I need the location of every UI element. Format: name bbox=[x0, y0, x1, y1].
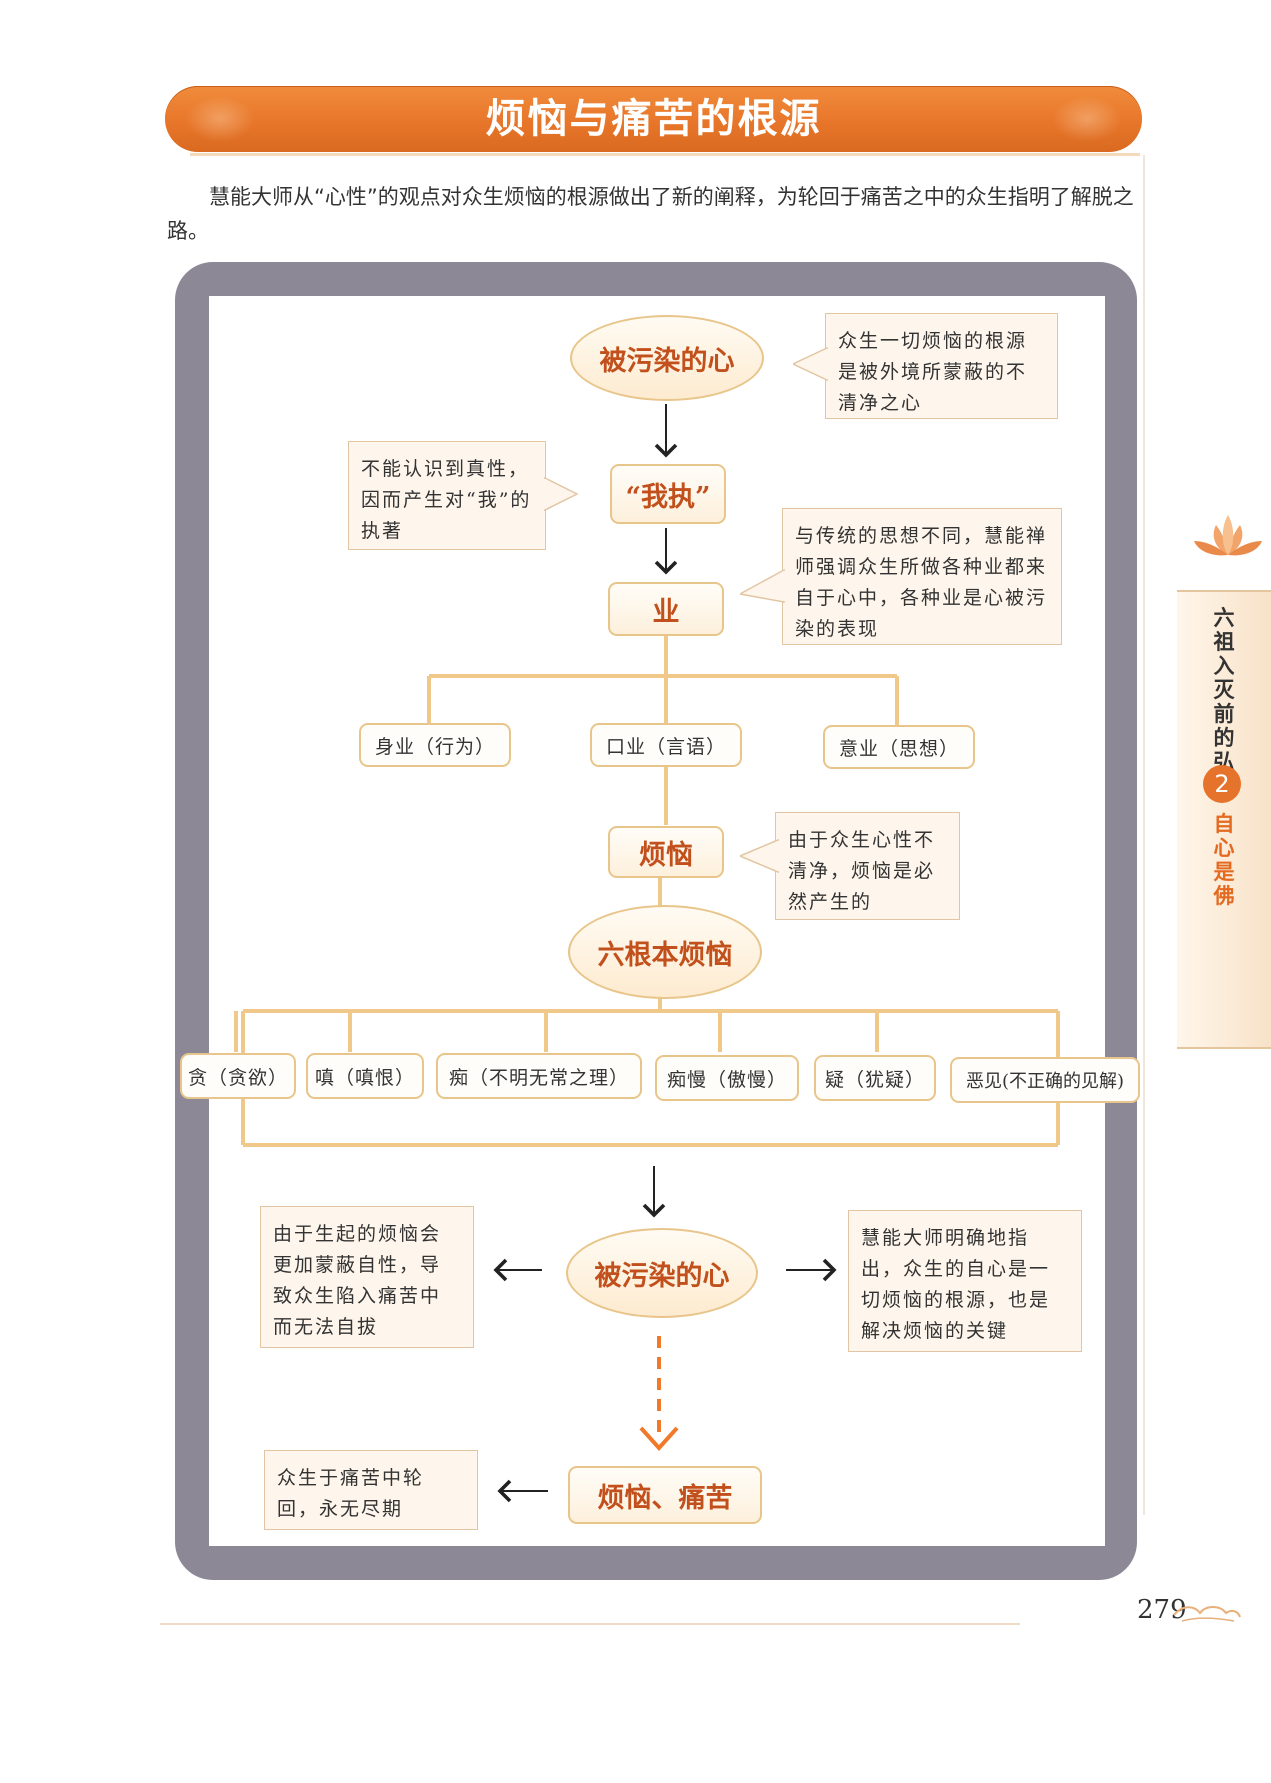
chapter-number-badge: 2 bbox=[1203, 765, 1241, 803]
karma-mind: 意业（思想） bbox=[823, 725, 975, 769]
page-edge-line bbox=[1143, 155, 1145, 1515]
callout-pointer bbox=[740, 838, 780, 874]
note-root-of-afflictions: 众生一切烦恼的根源是被外境所蒙蔽的不清净之心 bbox=[825, 313, 1058, 419]
karma-speech: 口业（言语） bbox=[590, 723, 742, 767]
cloud-ornament-icon bbox=[1173, 1606, 1241, 1622]
karma-body: 身业（行为） bbox=[359, 723, 511, 767]
note-left-consequence: 由于生起的烦恼会更加蒙蔽自性，导致众生陷入痛苦中而无法自拔 bbox=[260, 1206, 474, 1348]
callout-pointer bbox=[793, 346, 829, 382]
callout-pointer bbox=[543, 476, 579, 512]
affliction-greed: 贪（贪欲） bbox=[180, 1053, 296, 1099]
node-affliction: 烦恼 bbox=[608, 826, 724, 878]
affliction-wrong-views: 恶见(不正确的见解) bbox=[950, 1057, 1140, 1103]
affliction-anger: 嗔（嗔恨） bbox=[306, 1053, 424, 1099]
callout-pointer bbox=[740, 568, 786, 603]
node-karma: 业 bbox=[608, 582, 724, 636]
footer-line bbox=[160, 1623, 1020, 1625]
note-karma: 与传统的思想不同，慧能禅师强调众生所做各种业都来自于心中，各种业是心被污染的表现 bbox=[782, 508, 1062, 645]
node-self-attachment: “我执” bbox=[610, 464, 726, 524]
chapter-side-tab bbox=[1177, 590, 1271, 1049]
node-six-root-afflictions: 六根本烦恼 bbox=[568, 905, 762, 999]
dashed-arrowhead bbox=[639, 1426, 679, 1451]
banner-underline bbox=[190, 153, 1140, 156]
node-affliction-suffering: 烦恼、痛苦 bbox=[568, 1466, 762, 1524]
note-right-key: 慧能大师明确地指出，众生的自心是一切烦恼的根源，也是解决烦恼的关键 bbox=[848, 1210, 1082, 1352]
node-polluted-mind-top: 被污染的心 bbox=[570, 315, 764, 401]
title-banner bbox=[165, 86, 1142, 152]
side-section-title: 自心是佛 bbox=[1212, 812, 1236, 908]
note-self-attachment: 不能认识到真性，因而产生对“我”的执著 bbox=[348, 441, 546, 550]
intro-paragraph: 慧能大师从“心性”的观点对众生烦恼的根源做出了新的阐释，为轮回于痛苦之中的众生指… bbox=[167, 185, 1134, 243]
lotus-icon bbox=[1194, 515, 1262, 556]
note-affliction: 由于众生心性不清净，烦恼是必然产生的 bbox=[775, 812, 960, 920]
node-polluted-mind-bottom: 被污染的心 bbox=[566, 1228, 758, 1318]
section-title-text: 自心是佛 bbox=[1213, 812, 1235, 908]
affliction-doubt: 疑（犹疑） bbox=[814, 1055, 936, 1101]
affliction-ignorance: 痴（不明无常之理） bbox=[436, 1053, 642, 1099]
page-title: 烦恼与痛苦的根源 bbox=[485, 96, 822, 142]
affliction-arrogance: 痴慢（傲慢） bbox=[655, 1055, 799, 1101]
note-endless-cycle: 众生于痛苦中轮回，永无尽期 bbox=[264, 1450, 478, 1530]
